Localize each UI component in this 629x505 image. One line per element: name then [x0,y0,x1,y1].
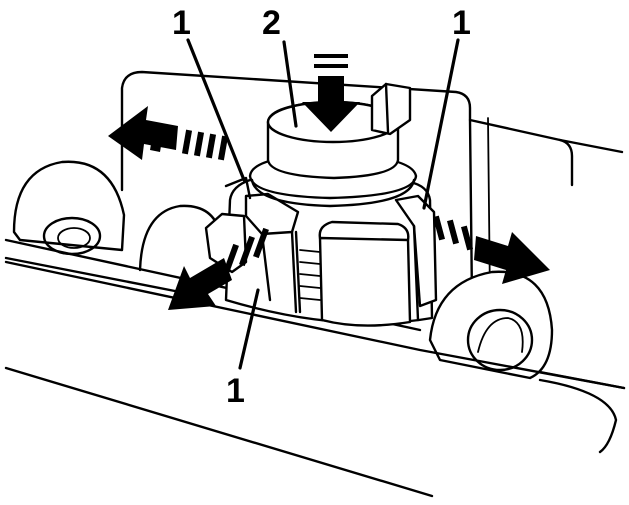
callout-top-center: 2 [262,4,281,42]
right-arrow-icon [432,215,550,284]
callout-bottom: 1 [226,372,245,410]
lower-left-arrow-icon [168,227,269,310]
down-arrow-icon [302,54,360,132]
back-housing [120,70,624,302]
clip-claws [204,176,438,322]
right-wheel [428,270,554,380]
leader-lines [186,38,460,370]
callout-top-right: 1 [452,4,471,42]
left-arrow-icon [108,106,229,161]
left-wheel [12,160,222,272]
callout-top-left: 1 [172,4,191,42]
